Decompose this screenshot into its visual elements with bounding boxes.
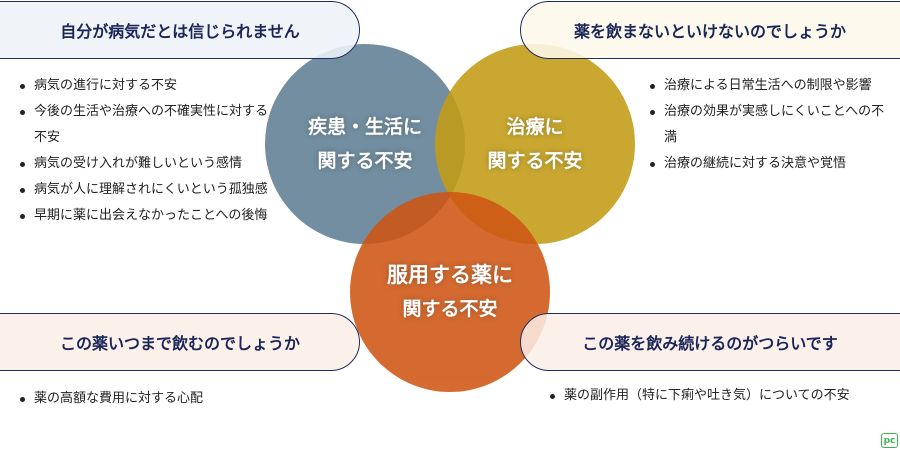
list-item: 病気の受け入れが難しいという感情 <box>20 151 270 177</box>
circle-label: 関する不安 <box>402 298 498 320</box>
circle-treatment-anxiety: 治療に関する不安 <box>435 44 635 244</box>
list-item: 薬の高額な費用に対する心配 <box>20 386 340 412</box>
circle-label: 関する不安 <box>317 150 413 172</box>
quote-box-bottom-left: この薬いつまで飲むのでしょうか <box>0 313 360 371</box>
treatment-anxiety-list: 治療による日常生活への制限や影響 治療の効果が実感しにくいことへの不満 治療の継… <box>650 73 890 177</box>
list-item: 治療による日常生活への制限や影響 <box>650 73 890 99</box>
list-item: 治療の効果が実感しにくいことへの不満 <box>650 99 890 151</box>
list-item: 病気が人に理解されにくいという孤独感 <box>20 177 270 203</box>
disease-anxiety-list: 病気の進行に対する不安 今後の生活や治療への不確実性に対する不安 病気の受け入れ… <box>20 73 270 229</box>
side-effect-anxiety-list: 薬の副作用（特に下痢や吐き気）についての不安 <box>550 383 900 409</box>
list-item: 薬の副作用（特に下痢や吐き気）についての不安 <box>550 383 900 409</box>
quote-box-top-right: 薬を飲まないといけないのでしょうか <box>520 1 900 59</box>
quote-text: 自分が病気だとは信じられません <box>60 22 300 41</box>
circle-medication-anxiety: 服用する薬に関する不安 <box>350 192 550 392</box>
circle-label: 関する不安 <box>487 150 583 172</box>
pc-logo-icon: pc <box>881 433 898 448</box>
circle-label: 服用する薬に <box>387 263 513 287</box>
list-item: 治療の継続に対する決意や覚悟 <box>650 151 890 177</box>
quote-box-top-left: 自分が病気だとは信じられません <box>0 1 360 59</box>
quote-text: 薬を飲まないといけないのでしょうか <box>573 22 846 41</box>
list-item: 病気の進行に対する不安 <box>20 73 270 99</box>
quote-text: この薬いつまで飲むのでしょうか <box>59 334 300 353</box>
quote-text: この薬を飲み続けるのがつらいです <box>582 334 838 353</box>
list-item: 今後の生活や治療への不確実性に対する不安 <box>20 99 270 151</box>
list-item: 早期に薬に出会えなかったことへの後悔 <box>20 203 270 229</box>
circle-label: 疾患・生活に <box>307 116 422 138</box>
cost-anxiety-list: 薬の高額な費用に対する心配 <box>20 386 340 412</box>
quote-box-bottom-right: この薬を飲み続けるのがつらいです <box>520 313 900 371</box>
circle-label: 治療に <box>506 116 564 138</box>
circle-disease-life-anxiety: 疾患・生活に関する不安 <box>265 44 465 244</box>
